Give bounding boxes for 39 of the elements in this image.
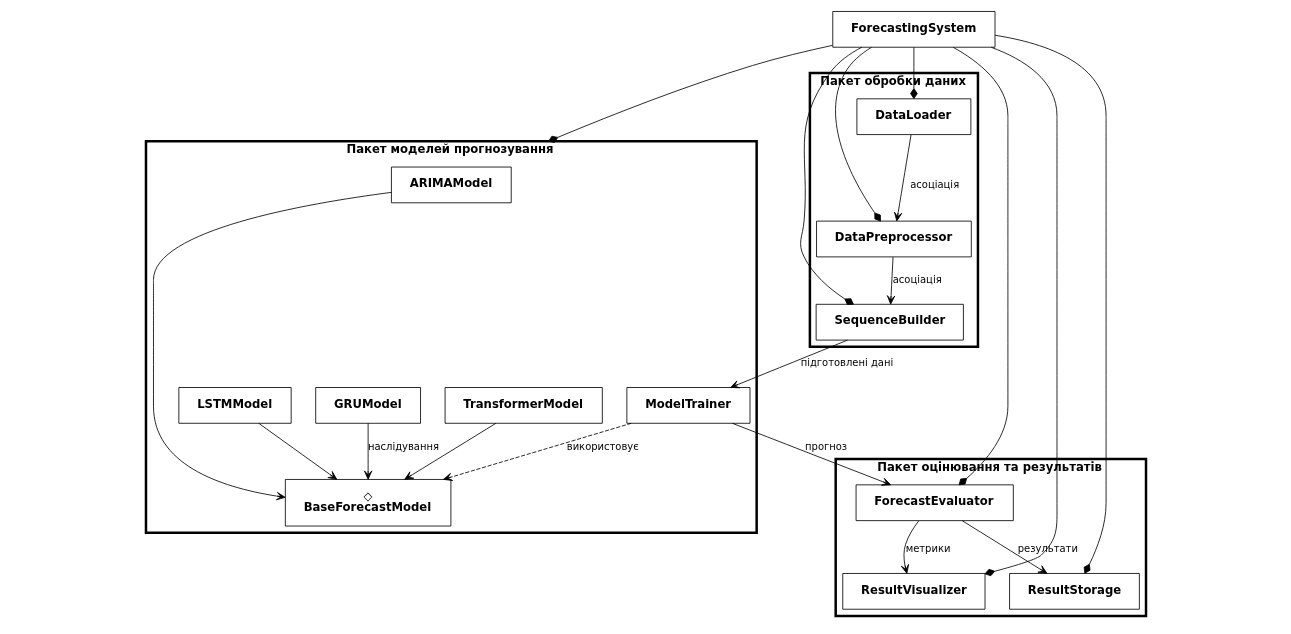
edge-label: метрики: [905, 543, 950, 555]
arrow: [731, 422, 891, 486]
node-box: GRUModel: [314, 387, 421, 424]
edge-label: асоціація: [892, 274, 942, 286]
connector: [994, 34, 1106, 574]
connector: [909, 47, 918, 99]
node-box: DataLoader: [856, 98, 971, 135]
arrow: [363, 422, 372, 480]
node-box: LSTMModel: [177, 387, 292, 424]
connector: [547, 44, 833, 143]
node-box: ResultVisualizer: [841, 573, 985, 610]
node-box: SequenceBuilder: [815, 303, 964, 341]
edge-label: результати: [1017, 543, 1078, 555]
arrow: [886, 256, 895, 305]
connector: [799, 46, 862, 305]
node-box: ModelTrainer: [625, 387, 750, 424]
node-box: ForecastingSystem: [831, 11, 995, 48]
node-box: ForecastEvaluator: [855, 484, 1014, 522]
arrow: [900, 520, 919, 574]
connector: [984, 46, 1057, 577]
edge-label: наслідування: [367, 440, 439, 452]
connector: [952, 46, 1008, 486]
node-box: DataPreprocessor: [815, 220, 972, 258]
node-box: ◇ BaseForecastModel: [284, 479, 451, 527]
connector: [834, 46, 881, 222]
edge-label: підготовлені дані: [800, 357, 893, 369]
node-box: ResultStorage: [1008, 573, 1140, 610]
arrow: [961, 520, 1047, 574]
arrow: [403, 422, 496, 480]
node-box: TransformerModel: [444, 387, 603, 424]
arrow: [442, 422, 632, 481]
arrow: [152, 191, 392, 501]
node-box: ARIMAModel: [390, 166, 512, 204]
arrow: [893, 134, 911, 222]
edge-label: використовує: [566, 440, 639, 452]
edge-label: прогноз: [804, 440, 847, 452]
arrow: [729, 339, 848, 389]
arrow: [257, 422, 337, 480]
edge-label: асоціація: [909, 178, 959, 190]
